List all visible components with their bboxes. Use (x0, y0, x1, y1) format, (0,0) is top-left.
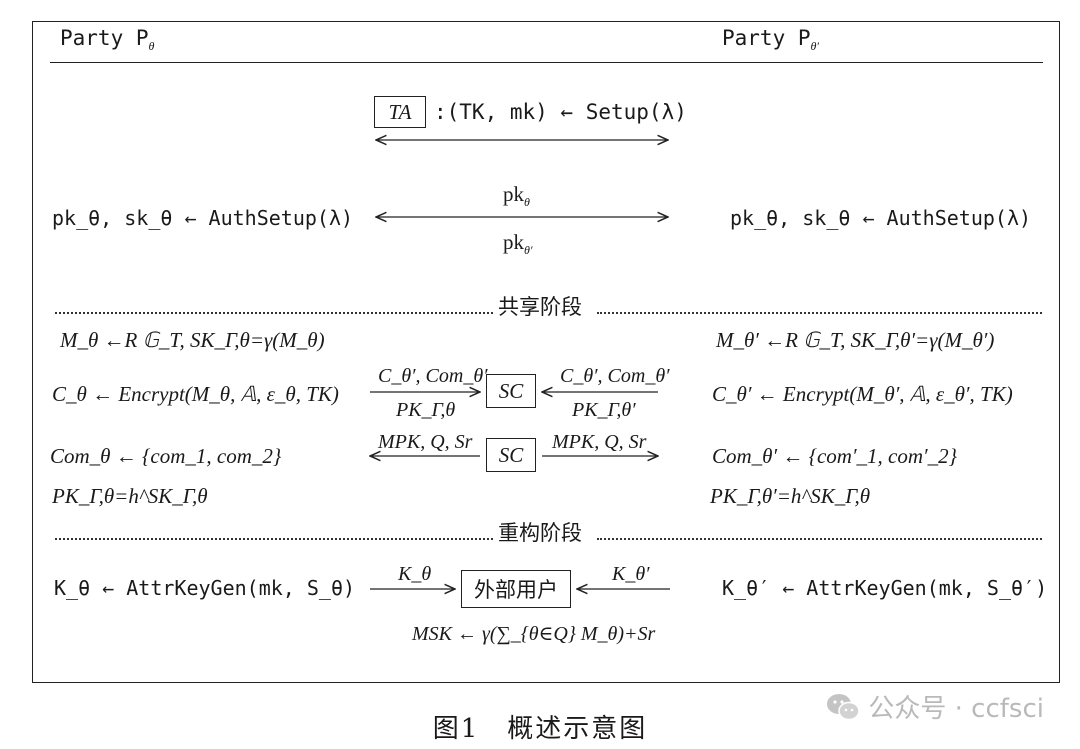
sharing-right-line1: M_θ′ ←R 𝔾_T, SK_Γ,θ′=γ(M_θ′) (716, 328, 995, 352)
watermark: 公众号 · ccfsci (826, 688, 1044, 725)
k-theta-prime-label: K_θ′ (612, 563, 650, 585)
reconstruct-phase-label: 重构阶段 (498, 521, 582, 545)
ta-box: TA (374, 96, 426, 128)
sharing-left-line4: PK_Γ,θ=h^SK_Γ,θ (52, 484, 208, 508)
reconstruct-divider-left (55, 538, 493, 540)
sc2-left-label: MPK, Q, Sr (378, 431, 473, 453)
auth-setup-right: pk_θ, sk_θ ← AuthSetup(λ) (730, 206, 1032, 230)
diagram-frame (32, 21, 1060, 683)
sc-box-upper: SC (486, 374, 536, 408)
party-left-header: Party Pθ (60, 26, 155, 54)
attr-keygen-right: K_θ′ ← AttrKeyGen(mk, S_θ′) (722, 576, 1048, 600)
sharing-left-line3: Com_θ ← {com_1, com_2} (50, 444, 282, 468)
sc-left-bottom-label: PK_Γ,θ (396, 399, 456, 421)
external-user-box: 外部用户 (461, 570, 571, 608)
sc-right-top-label: C_θ′, Com_θ′ (560, 365, 670, 387)
wechat-icon (826, 693, 861, 721)
pk-theta-prime-label: pkθ′ (503, 230, 533, 258)
auth-setup-left: pk_θ, sk_θ ← AuthSetup(λ) (52, 206, 354, 230)
party-right-header: Party Pθ′ (722, 26, 820, 54)
sharing-left-line1: M_θ ←R 𝔾_T, SK_Γ,θ=γ(M_θ) (60, 328, 325, 352)
msk-formula: MSK ← γ(∑_{θ∈Q} M_θ)+Sr (412, 623, 656, 645)
sharing-divider-right (597, 312, 1042, 314)
watermark-text: 公众号 · ccfsci (868, 694, 1044, 724)
sharing-phase-label: 共享阶段 (498, 295, 582, 319)
sharing-right-line4: PK_Γ,θ′=h^SK_Γ,θ (710, 484, 871, 508)
pk-theta-label: pkθ (503, 182, 530, 210)
reconstruct-divider-right (597, 538, 1042, 540)
sc2-right-label: MPK, Q, Sr (552, 431, 647, 453)
k-theta-label: K_θ (398, 563, 432, 585)
sharing-right-line2: C_θ′ ← Encrypt(M_θ′, 𝔸, ε_θ′, TK) (712, 382, 1013, 406)
ta-setup-expression: :(TK, mk) ← Setup(λ) (434, 100, 687, 124)
attr-keygen-left: K_θ ← AttrKeyGen(mk, S_θ) (54, 576, 356, 600)
sharing-divider-left (55, 312, 493, 314)
sharing-right-line3: Com_θ′ ← {com′_1, com′_2} (712, 444, 958, 468)
sharing-left-line2: C_θ ← Encrypt(M_θ, 𝔸, ε_θ, TK) (52, 382, 339, 406)
figure-caption: 图1 概述示意图 (432, 714, 648, 744)
sc-left-top-label: C_θ′, Com_θ′ (378, 365, 488, 387)
sc-right-bottom-label: PK_Γ,θ′ (572, 399, 636, 421)
sc-box-lower: SC (486, 438, 536, 472)
header-rule (50, 62, 1043, 63)
